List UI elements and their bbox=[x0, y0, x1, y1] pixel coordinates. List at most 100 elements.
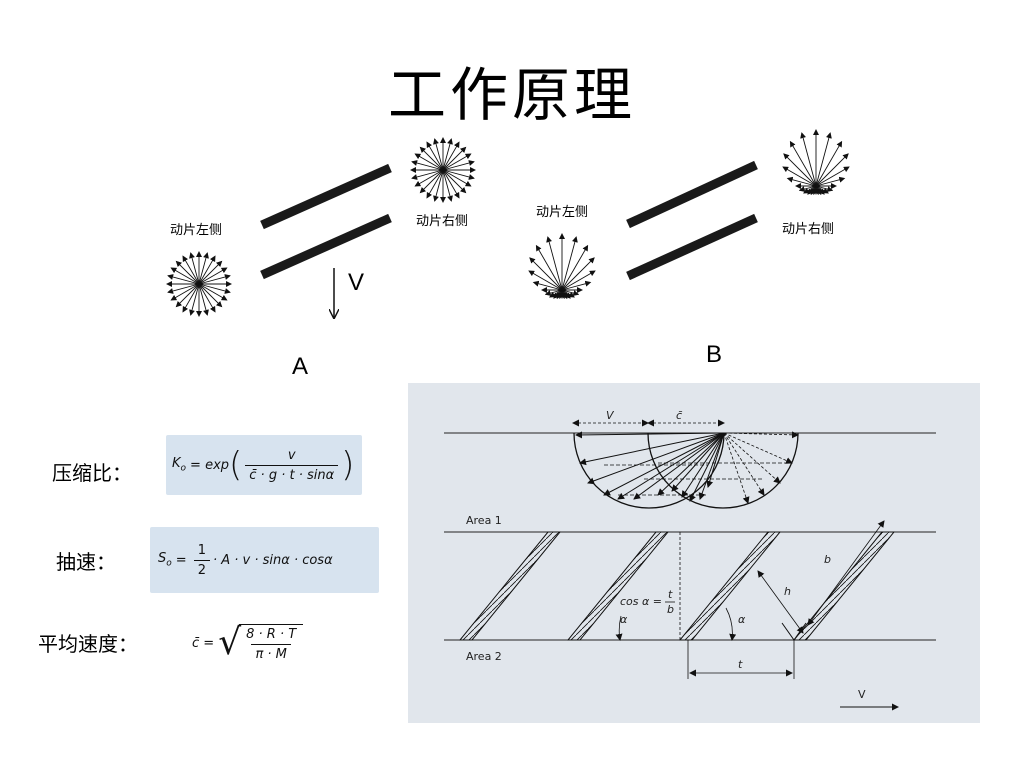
blade bbox=[566, 531, 670, 641]
molecule-distribution-b-left bbox=[528, 233, 596, 300]
molecule-vector bbox=[529, 257, 563, 291]
velocity-vector bbox=[657, 432, 725, 496]
molecule-vector bbox=[442, 169, 475, 180]
velocity-vector-dashed bbox=[723, 432, 765, 496]
h-dimension-line bbox=[757, 570, 804, 634]
label-b-left: 动片左侧 bbox=[536, 205, 588, 220]
molecule-vector bbox=[532, 280, 563, 291]
molecule-vector bbox=[198, 267, 228, 285]
velocity-vector bbox=[689, 432, 725, 502]
molecule-vector bbox=[414, 153, 444, 171]
velocity-vector bbox=[671, 432, 725, 492]
molecule-vector bbox=[528, 270, 563, 291]
pumping-eq: = bbox=[175, 552, 187, 568]
molecule-vector bbox=[198, 252, 209, 285]
blade bbox=[678, 531, 782, 641]
alpha-label-1: α bbox=[620, 613, 628, 626]
semicircle-left bbox=[573, 432, 725, 509]
velocity-vector-dashed bbox=[723, 432, 793, 464]
molecule-distribution-a-left bbox=[166, 251, 232, 317]
molecule-vector bbox=[198, 274, 231, 285]
molecule-vector bbox=[198, 283, 231, 294]
cos-alpha-text: cos α = bbox=[620, 595, 662, 608]
v-label: V bbox=[606, 409, 615, 422]
pumping-numerator: 1 bbox=[197, 542, 206, 558]
molecule-vector bbox=[182, 283, 200, 313]
molecule-vector bbox=[411, 169, 444, 180]
panel-letter-b: B bbox=[706, 341, 722, 368]
velocity-vector-fan bbox=[575, 431, 799, 504]
paren-left: ( bbox=[229, 445, 243, 485]
mean-speed-numerator: 8 · R · T bbox=[246, 627, 297, 642]
molecule-vector bbox=[433, 138, 444, 171]
c-label: c̄ bbox=[676, 409, 683, 422]
velocity-vector bbox=[706, 432, 725, 488]
molecule-distribution-b-right bbox=[782, 129, 850, 196]
velocity-vector bbox=[603, 432, 725, 496]
molecule-vector bbox=[815, 166, 850, 187]
molecule-vector bbox=[442, 138, 453, 171]
molecule-vector bbox=[442, 169, 453, 202]
pumping-lhs: So bbox=[158, 551, 172, 569]
molecule-vector bbox=[544, 289, 563, 296]
blade-geometry-panel: V c̄ Area 1 Area 2 cos α = t b α α h b t… bbox=[408, 383, 980, 723]
molecule-vector bbox=[815, 176, 846, 187]
molecule-vector bbox=[442, 153, 472, 171]
molecule-vector bbox=[789, 140, 817, 187]
compression-lhs: Ko bbox=[172, 456, 187, 474]
molecule-vector bbox=[549, 289, 563, 298]
blade-b-lower bbox=[626, 213, 758, 281]
label-a-left: 动片左侧 bbox=[170, 223, 222, 238]
molecule-vector bbox=[815, 140, 843, 187]
molecule-vector bbox=[442, 169, 460, 199]
molecule-vector bbox=[535, 244, 563, 291]
velocity-label-a: V bbox=[348, 269, 364, 296]
molecule-vector bbox=[419, 169, 444, 194]
velocity-vector bbox=[575, 431, 725, 439]
molecule-vector bbox=[419, 146, 444, 171]
label-b-right: 动片右侧 bbox=[782, 222, 834, 237]
alpha-label-2: α bbox=[738, 613, 746, 626]
molecule-vector bbox=[546, 236, 563, 291]
semicircle-right bbox=[647, 432, 799, 509]
molecule-vector bbox=[198, 283, 216, 313]
velocity-vector bbox=[617, 432, 725, 500]
molecule-vector bbox=[189, 283, 200, 316]
pumping-denominator: 2 bbox=[193, 559, 210, 578]
molecule-vector bbox=[189, 252, 200, 285]
compression-denominator: c̄ · g · t · sinα bbox=[245, 464, 339, 483]
cos-alpha-den: b bbox=[667, 603, 674, 616]
blade-a-lower bbox=[260, 213, 392, 280]
molecule-vector bbox=[198, 260, 223, 285]
area2-label: Area 2 bbox=[466, 650, 502, 663]
mean-speed-denominator: π · M bbox=[251, 644, 291, 662]
molecule-vector bbox=[182, 255, 200, 285]
compression-fraction: v c̄ · g · t · sinα bbox=[245, 448, 339, 483]
pumping-fraction: 1 2 bbox=[193, 542, 210, 578]
molecule-vector bbox=[198, 255, 216, 285]
paren-right: ) bbox=[341, 445, 355, 485]
h-label: h bbox=[784, 585, 791, 598]
compression-eq: = exp bbox=[190, 457, 230, 473]
sqrt-sign: √ bbox=[218, 622, 242, 663]
cos-alpha-num: t bbox=[668, 588, 673, 601]
b-label: b bbox=[824, 553, 831, 566]
page-title: 工作原理 bbox=[387, 61, 636, 129]
mean-speed-fraction: 8 · R · T π · M bbox=[242, 627, 300, 662]
molecule-vector bbox=[442, 160, 475, 171]
molecule-vector bbox=[426, 141, 444, 171]
molecule-vector bbox=[198, 283, 228, 301]
t-label: t bbox=[738, 658, 743, 671]
molecule-vector bbox=[175, 260, 200, 285]
blade-a-upper bbox=[260, 163, 392, 230]
molecule-vector bbox=[170, 267, 200, 285]
velocity-vector bbox=[698, 432, 725, 500]
molecule-vector bbox=[786, 176, 817, 187]
velocity-vector bbox=[587, 432, 725, 485]
molecule-vector bbox=[782, 166, 817, 187]
alpha-arc-1 bbox=[615, 615, 623, 641]
molecule-vector bbox=[442, 169, 467, 194]
pumping-speed-label: 抽速： bbox=[56, 550, 116, 574]
panel-letter-a: A bbox=[292, 353, 308, 380]
molecular-flow-diagram: V 动片左侧 动片右侧 动片左侧 动片右侧 A B bbox=[166, 129, 850, 380]
